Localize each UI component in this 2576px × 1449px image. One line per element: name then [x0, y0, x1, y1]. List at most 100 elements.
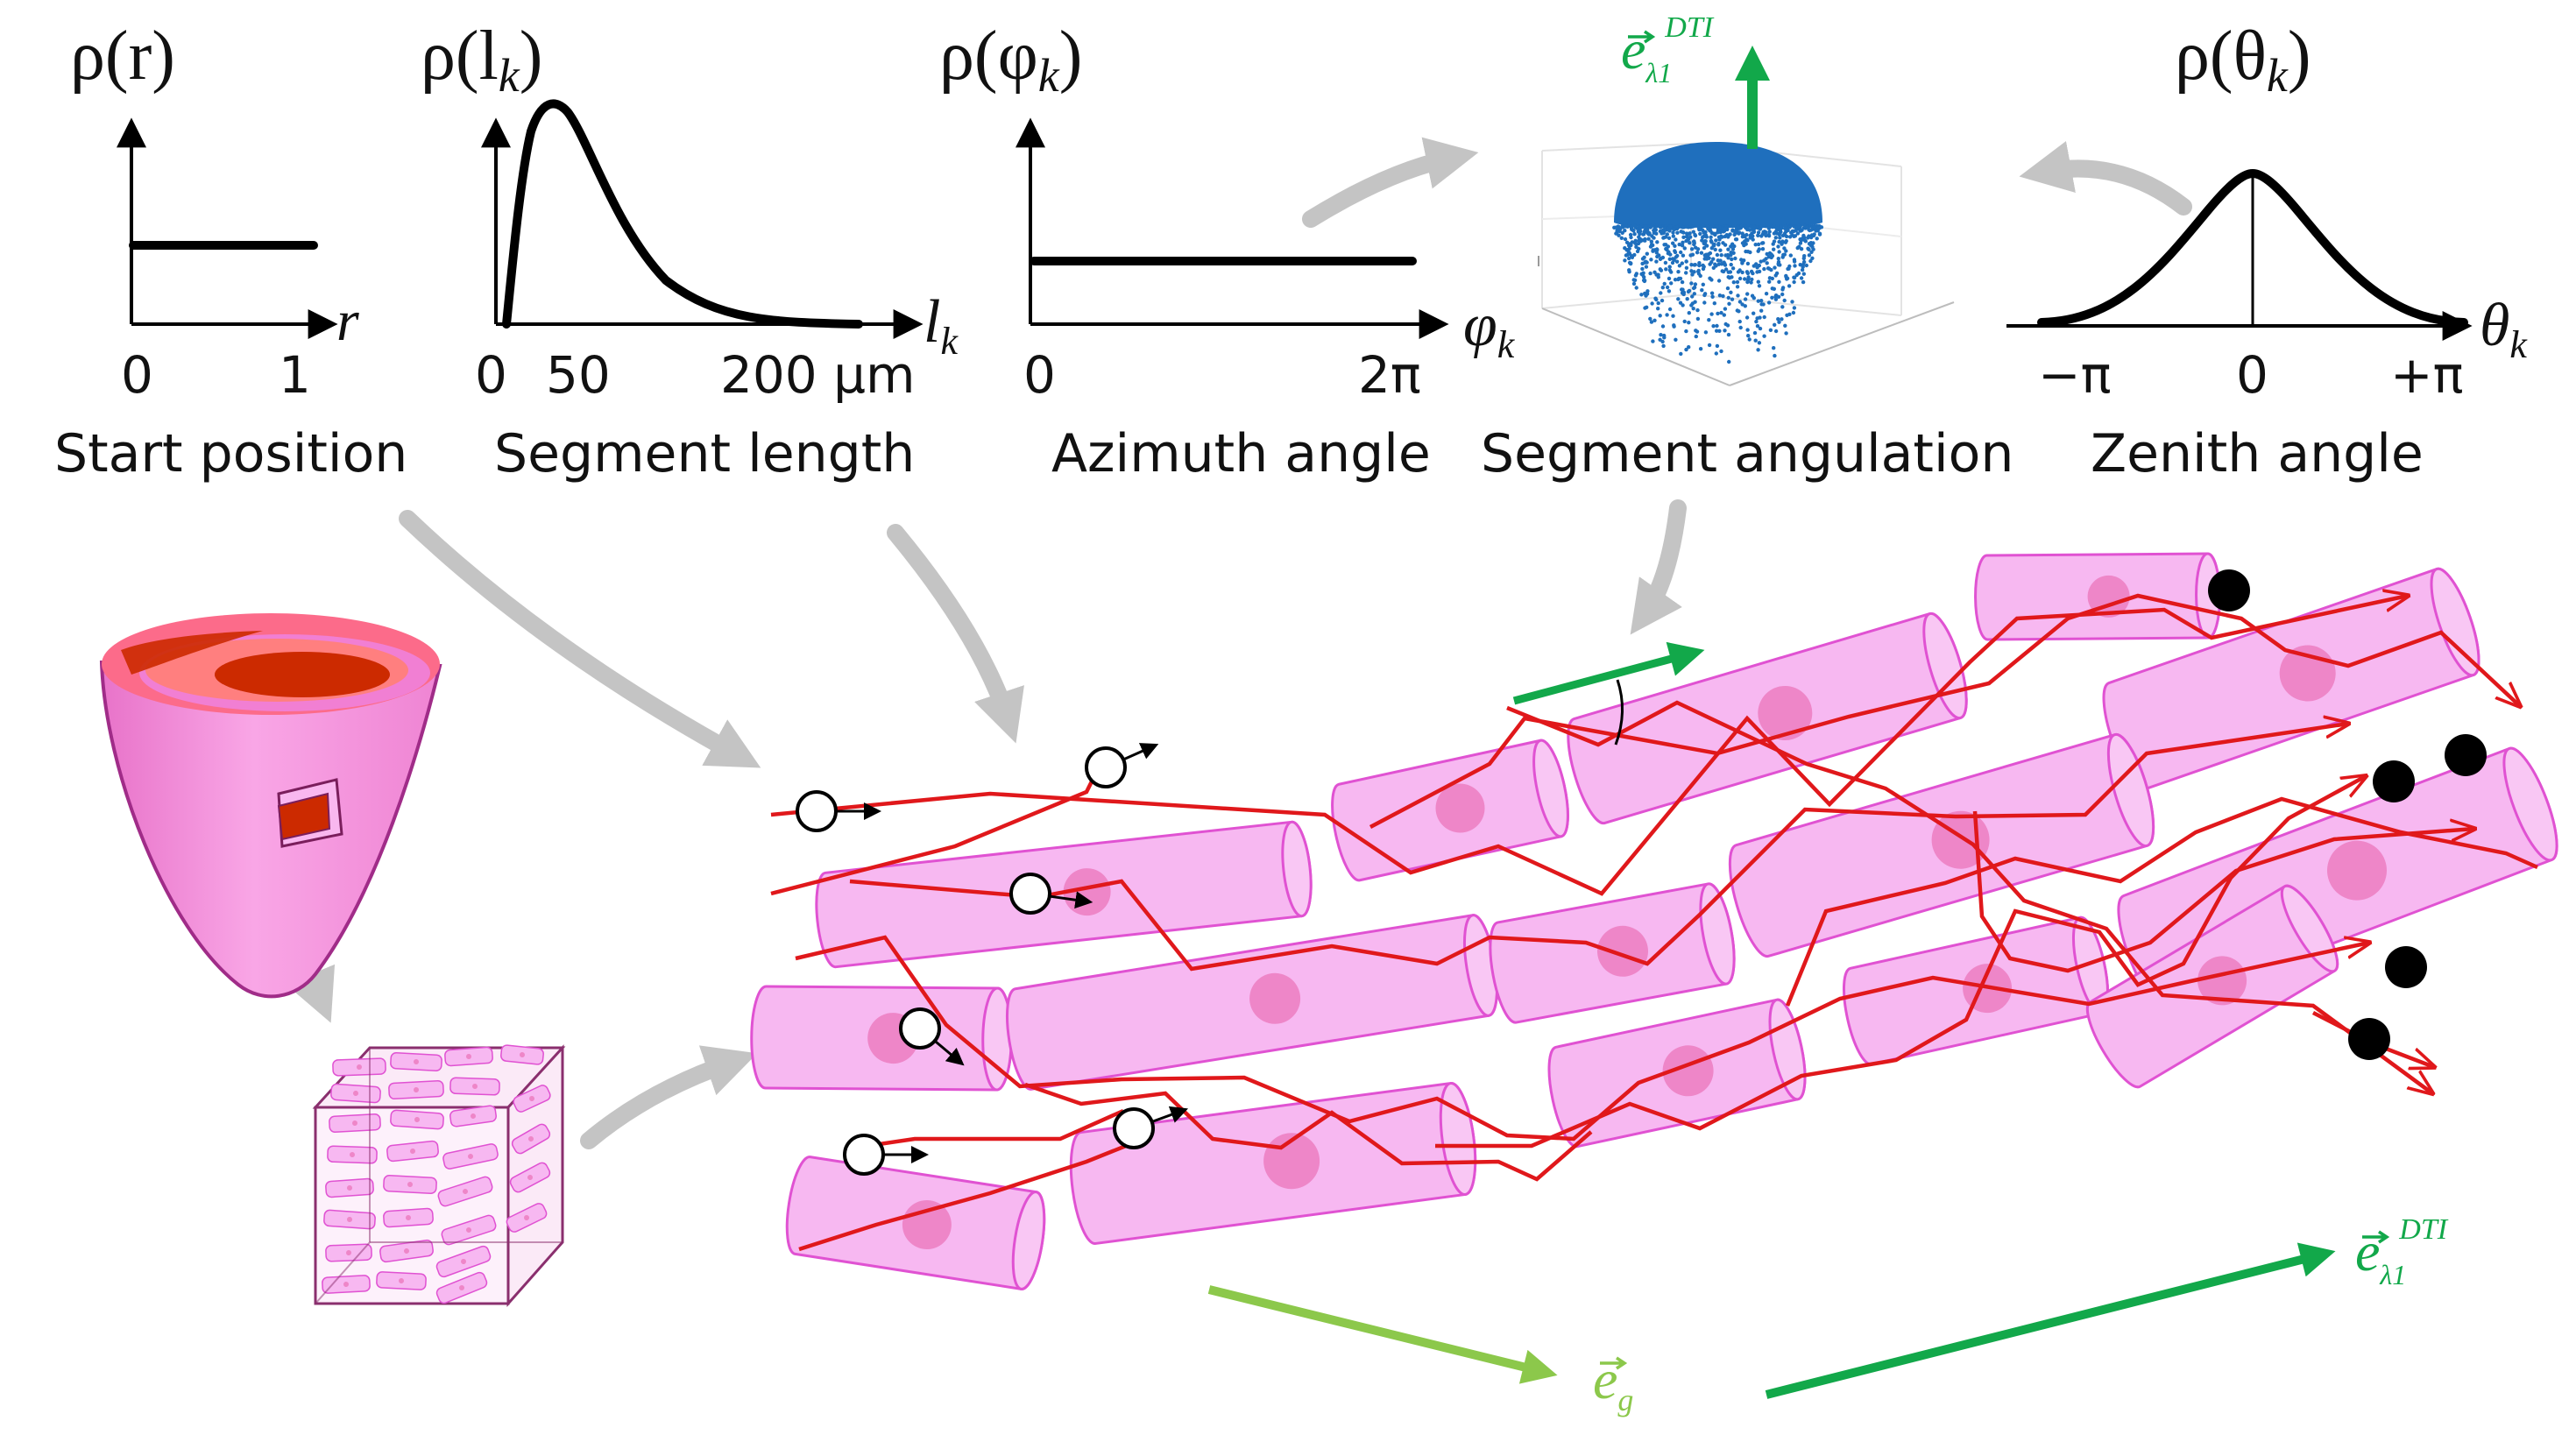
scatter-point	[1645, 228, 1650, 233]
scatter-point	[1667, 289, 1672, 293]
scatter-point	[1674, 337, 1678, 342]
cube-cell	[435, 1245, 492, 1278]
cube-cell	[437, 1176, 493, 1207]
scatter-point	[1651, 248, 1655, 252]
scatter-point	[1799, 247, 1804, 251]
scatter-point	[1671, 314, 1675, 318]
scatter-point	[1696, 268, 1701, 273]
walk-path	[1785, 796, 2538, 1007]
scatter-point	[1644, 265, 1649, 269]
scatter-point	[1656, 272, 1660, 277]
scatter-point	[1663, 235, 1668, 239]
scatter-point	[1811, 225, 1816, 230]
scatter-point	[1686, 289, 1691, 294]
scatter-point	[1730, 266, 1736, 271]
scatter-point	[1786, 266, 1790, 272]
gradient-vector-hat-icon	[1600, 1356, 1628, 1370]
panel-1-xlabel: r	[336, 289, 359, 353]
scatter-point	[1641, 278, 1646, 283]
scatter-point	[1718, 248, 1723, 252]
scatter-point	[1729, 262, 1733, 267]
scatter-point	[1687, 311, 1692, 315]
cube-cell	[449, 1077, 500, 1096]
scatter-point	[1747, 337, 1752, 342]
scatter-point	[1638, 225, 1643, 230]
scatter-point	[1745, 279, 1750, 285]
scatter-point	[1684, 329, 1688, 334]
scatter-point	[1758, 315, 1762, 320]
scatter-point	[1669, 270, 1674, 274]
scatter-point	[1695, 307, 1700, 313]
walk-path	[849, 724, 2348, 972]
scatter-point	[1677, 242, 1681, 247]
panel-3-tick-0: 0	[1023, 345, 1056, 405]
scatter-point	[1703, 233, 1709, 237]
scatter-point	[1691, 224, 1696, 229]
scatter-point	[1708, 262, 1712, 266]
scatter-point	[1667, 257, 1673, 261]
scatter-point	[1632, 232, 1637, 237]
scatter-point	[1737, 309, 1741, 314]
scatter-point	[1773, 230, 1779, 234]
scatter-point	[1714, 264, 1718, 268]
scatter-point	[1782, 246, 1787, 251]
cube-cell	[327, 1145, 378, 1164]
scatter-point	[1810, 256, 1815, 260]
dti-vector-hat-icon	[2362, 1230, 2390, 1244]
scatter-point	[1654, 231, 1659, 236]
scatter-point	[1695, 251, 1700, 255]
nucleus	[1249, 972, 1301, 1024]
scatter-point	[1721, 241, 1725, 245]
walk-path	[795, 935, 2369, 1142]
cube-myocyte-cells	[322, 1044, 551, 1304]
scatter-point	[1755, 324, 1760, 329]
scatter-point	[1673, 244, 1677, 248]
scatter-point	[1723, 267, 1729, 272]
scatter-point	[1792, 306, 1797, 310]
scatter-point	[1694, 334, 1699, 339]
scatter-point	[1756, 348, 1760, 352]
scatter-point	[1667, 307, 1673, 312]
scatter-point	[1796, 223, 1801, 229]
scatter-point	[1713, 247, 1717, 252]
walker-start-marker	[899, 1007, 965, 1066]
scatter-point	[1667, 236, 1672, 240]
scatter-point	[1784, 331, 1788, 336]
scatter-point	[1727, 275, 1732, 280]
panel-2-xlabel: lk	[924, 288, 959, 363]
myocyte-cylinder	[1567, 611, 1968, 825]
scatter-point	[1745, 292, 1750, 296]
zenith-gaussian-curve	[2037, 169, 2468, 327]
scatter-point	[1730, 257, 1734, 262]
segment-length-panel: ρ(lk) lk 0 50 200 μm Segment length	[421, 18, 959, 484]
scatter-point	[1774, 226, 1780, 230]
scatter-point	[1766, 234, 1772, 238]
scatter-point	[1631, 228, 1636, 233]
scatter-point	[1770, 224, 1775, 230]
scatter-point	[1614, 225, 1618, 230]
scatter-point	[1759, 308, 1764, 313]
scatter-point	[1676, 297, 1681, 301]
myocyte-cylinder	[1842, 915, 2110, 1066]
scatter-point	[1735, 279, 1740, 285]
scatter-point	[1770, 295, 1774, 300]
scatter-point	[1684, 265, 1689, 270]
scatter-point	[1687, 345, 1691, 350]
walk-path	[798, 1138, 1140, 1252]
scatter-point	[1688, 241, 1692, 245]
walker-markers	[796, 569, 2487, 1176]
scatter-point	[1723, 253, 1728, 258]
scatter-point	[1762, 315, 1766, 320]
scatter-point	[1668, 224, 1673, 229]
walker-end-marker	[2445, 734, 2487, 776]
scatter-point	[1645, 305, 1649, 309]
scatter-point	[1697, 228, 1702, 232]
scatter-point	[1809, 233, 1815, 237]
scatter-point	[1770, 276, 1775, 281]
scatter-point	[1679, 351, 1683, 357]
scatter-point	[1689, 281, 1694, 286]
scatter-point	[1648, 244, 1653, 249]
cube-cell	[513, 1085, 551, 1113]
scatter-point	[1743, 304, 1748, 308]
scatter-point	[1782, 298, 1787, 303]
